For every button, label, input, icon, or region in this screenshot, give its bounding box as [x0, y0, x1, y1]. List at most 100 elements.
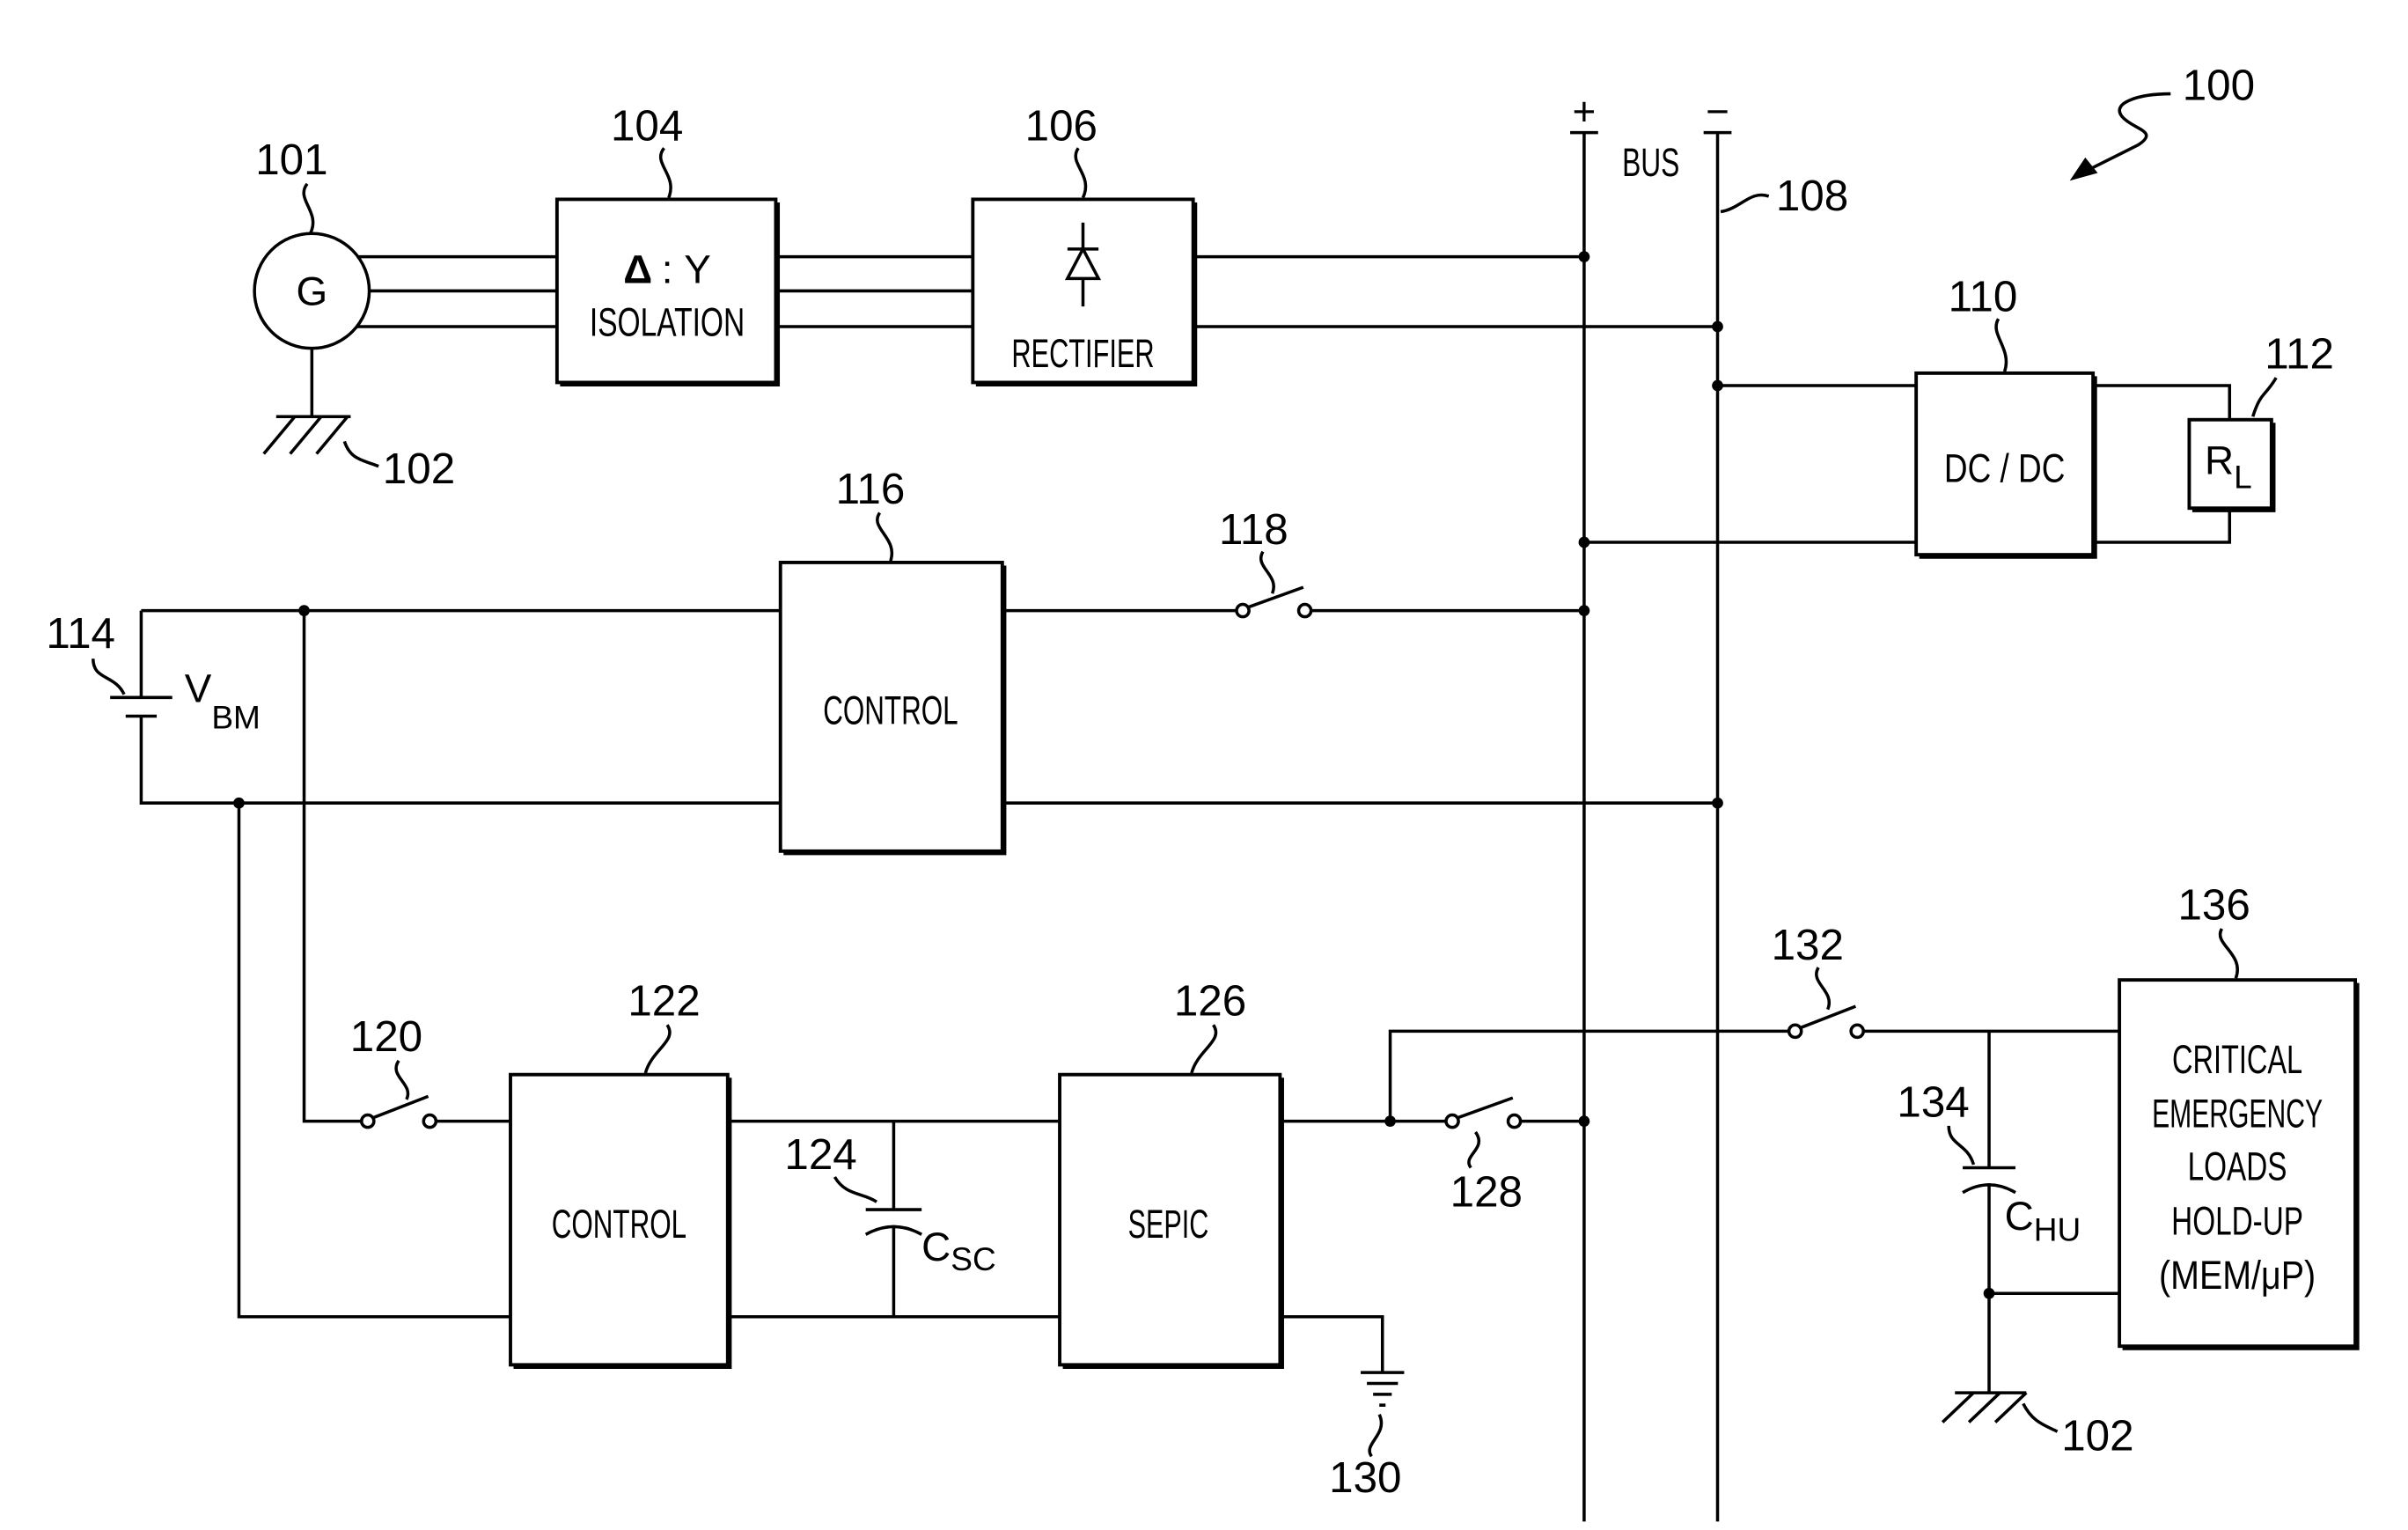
chassis-ground-leader [1369, 1415, 1381, 1457]
earth-ground-icon [1361, 1372, 1404, 1405]
ground-ref: 102 [383, 445, 455, 493]
main-control-ref: 116 [836, 465, 906, 513]
switch-main: 118 [1002, 505, 1584, 617]
switch-ref: 132 [1772, 921, 1844, 969]
critical-loads-leader [2221, 929, 2238, 978]
dc-dc-converter: DC / DC 110 [1584, 272, 2229, 556]
supercap-leader [834, 1177, 877, 1202]
bus-label: BUS [1622, 140, 1679, 185]
battery-subscript: BM [211, 699, 261, 736]
generator-letter: G [297, 268, 328, 313]
ground-symbol [1942, 1393, 2026, 1422]
switch-contact [1789, 1025, 1802, 1037]
switch-leader [1469, 1132, 1479, 1168]
sepic-leader [1192, 1025, 1216, 1073]
holdup-cap-symbol: CHU [2005, 1194, 2081, 1247]
dcdc-ref: 110 [1949, 272, 2018, 320]
supercap-ref: 124 [784, 1130, 856, 1179]
critical-loads-ref: 136 [2177, 880, 2250, 929]
figure-pointer [2089, 94, 2170, 170]
isolation-ref: 104 [611, 101, 683, 150]
supercapacitor: CSC 124 [784, 1122, 995, 1317]
holdup-cap-leader [1949, 1126, 1973, 1165]
battery-leader [93, 658, 124, 695]
ground-ref: 102 [2061, 1411, 2133, 1460]
rectifier-leader [1076, 148, 1085, 197]
main-control: CONTROL 116 [781, 465, 1004, 853]
junction-dot [1579, 605, 1590, 616]
figure-pointer-arrowhead [2070, 158, 2098, 180]
switch-aux-input: 120 [305, 611, 510, 1128]
bus-junctions [1384, 251, 1994, 1298]
generator-leader [304, 184, 312, 233]
rectifier-ref: 106 [1025, 101, 1098, 150]
critical-loads-line: CRITICAL [2172, 1037, 2302, 1082]
bus-leader [1721, 195, 1769, 211]
isolation-leader [661, 148, 671, 197]
delta-symbol: Δ [623, 247, 652, 292]
aux-control-leader [645, 1025, 670, 1073]
critical-loads-line: EMERGENCY [2152, 1092, 2323, 1136]
junction-dot [1579, 537, 1590, 548]
switch-leader [396, 1061, 407, 1100]
aux-control-ref: 122 [628, 977, 700, 1026]
aux-control: CONTROL 122 [510, 977, 730, 1366]
battery-ref: 114 [46, 609, 115, 658]
switch-contact [423, 1115, 436, 1128]
sepic-converter: SEPIC 126 [1060, 977, 1281, 1366]
main-control-label: CONTROL [823, 688, 958, 732]
battery-symbol: VBM [185, 666, 261, 736]
switch-contact [1851, 1025, 1863, 1037]
switch-contact [1509, 1115, 1521, 1128]
critical-loads-line: (MEM/μP) [2159, 1253, 2316, 1298]
switch-ref: 128 [1450, 1168, 1523, 1217]
bus-positive-sign: + [1573, 89, 1597, 134]
wire-sepic-loads [1391, 1031, 1789, 1121]
ground-right: 102 [1942, 1393, 2133, 1460]
load-resistor: RL 112 [2189, 330, 2334, 510]
ground-left: 102 [264, 416, 455, 493]
holdup-cap-ref: 134 [1897, 1078, 1969, 1126]
bus-ref: 108 [1776, 172, 1848, 220]
aux-control-label: CONTROL [552, 1202, 686, 1247]
switch-blade [1247, 587, 1303, 607]
sepic-label: SEPIC [1128, 1202, 1209, 1247]
figure-reference: 100 [2070, 62, 2255, 181]
switch-blade [1800, 1006, 1855, 1028]
junction-dot [1384, 1115, 1396, 1127]
junction-dot [1579, 1115, 1590, 1127]
wire-isolation-rectifier [775, 257, 973, 327]
chassis-ground-ref: 130 [1329, 1453, 1401, 1502]
switch-critical-loads: 132 [1391, 921, 2120, 1121]
load-leader [2253, 378, 2276, 416]
holdup-cap-subscript: HU [2034, 1210, 2081, 1247]
switch-blade [372, 1096, 428, 1118]
switch-blade [1457, 1098, 1512, 1118]
generator: G 101 [254, 136, 369, 416]
critical-loads-line: LOADS [2188, 1144, 2287, 1189]
rectifier: RECTIFIER 106 [973, 101, 1194, 384]
sepic-ref: 126 [1174, 977, 1246, 1026]
junction-dot [1712, 380, 1723, 392]
battery-letter: V [185, 666, 212, 711]
dc-bus: + − BUS 108 [1570, 89, 1848, 1522]
isolation-symbol: Δ: Y [623, 247, 711, 292]
supercap-letter: C [921, 1225, 951, 1269]
holdup-capacitor: CHU 134 [1897, 1031, 2119, 1393]
wire-sepic-ground [1280, 1317, 1382, 1372]
junction-dot [1579, 251, 1590, 262]
ground-leader [2023, 1403, 2058, 1431]
dcdc-leader [1996, 319, 2006, 371]
rectifier-label: RECTIFIER [1011, 331, 1154, 376]
junction-dot [1712, 321, 1723, 333]
holdup-cap-letter: C [2005, 1194, 2034, 1239]
generator-ref: 101 [255, 136, 327, 184]
figure-number: 100 [2183, 62, 2255, 110]
junction-dot [1984, 1288, 1995, 1299]
load-subscript: L [2234, 458, 2252, 495]
switch-contact [1299, 605, 1311, 617]
ground-leader [344, 441, 378, 466]
critical-loads-line: HOLD-UP [2171, 1198, 2303, 1243]
load-ref: 112 [2265, 330, 2334, 379]
